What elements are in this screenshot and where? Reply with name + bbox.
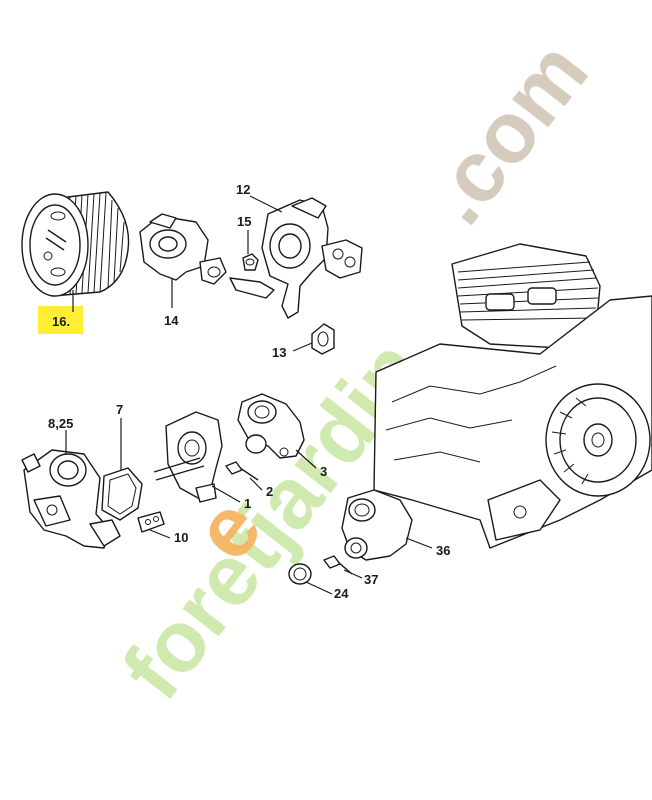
carburetor-part-8-25[interactable] (21, 449, 121, 549)
label-15[interactable]: 15 (237, 214, 251, 229)
label-12[interactable]: 12 (236, 182, 250, 197)
label-7[interactable]: 7 (116, 402, 123, 417)
leader-24 (305, 581, 333, 595)
leader-10 (149, 529, 171, 539)
label-3[interactable]: 3 (320, 464, 327, 479)
air-filter-part-16[interactable] (21, 191, 130, 297)
watermark-text-grey: .com (407, 24, 606, 241)
label-13[interactable]: 13 (272, 345, 286, 360)
label-16[interactable]: 16. (52, 314, 70, 329)
label-1[interactable]: 1 (244, 496, 251, 511)
screws-part-2[interactable] (225, 461, 259, 481)
manifold-part-12[interactable] (229, 197, 363, 319)
label-37[interactable]: 37 (364, 572, 378, 587)
leader-2 (249, 477, 263, 491)
label-8-25[interactable]: 8,25 (48, 416, 73, 431)
label-10[interactable]: 10 (174, 530, 188, 545)
label-36[interactable]: 36 (436, 543, 450, 558)
leader-1 (211, 485, 241, 503)
grommet-part-13[interactable] (311, 323, 335, 355)
label-24[interactable]: 24 (334, 586, 349, 601)
intake-flange-part-36[interactable] (341, 489, 413, 561)
leader-3 (295, 449, 317, 469)
housing-part-1[interactable] (153, 411, 223, 503)
label-14[interactable]: 14 (164, 313, 179, 328)
clamp-part-24[interactable] (288, 563, 312, 585)
intake-manifold-part-3[interactable] (237, 393, 305, 459)
leader-13 (292, 342, 313, 352)
engine-block (373, 243, 652, 549)
label-2[interactable]: 2 (266, 484, 273, 499)
highlight-part-16 (38, 306, 83, 334)
leader-12 (249, 195, 283, 213)
leader-36 (405, 537, 433, 549)
filter-base-part-14[interactable] (139, 213, 227, 285)
gasket-part-7[interactable] (101, 467, 143, 521)
leader-37 (343, 569, 363, 579)
spacer-part-10[interactable] (137, 511, 165, 533)
screw-part-15[interactable] (242, 253, 259, 271)
